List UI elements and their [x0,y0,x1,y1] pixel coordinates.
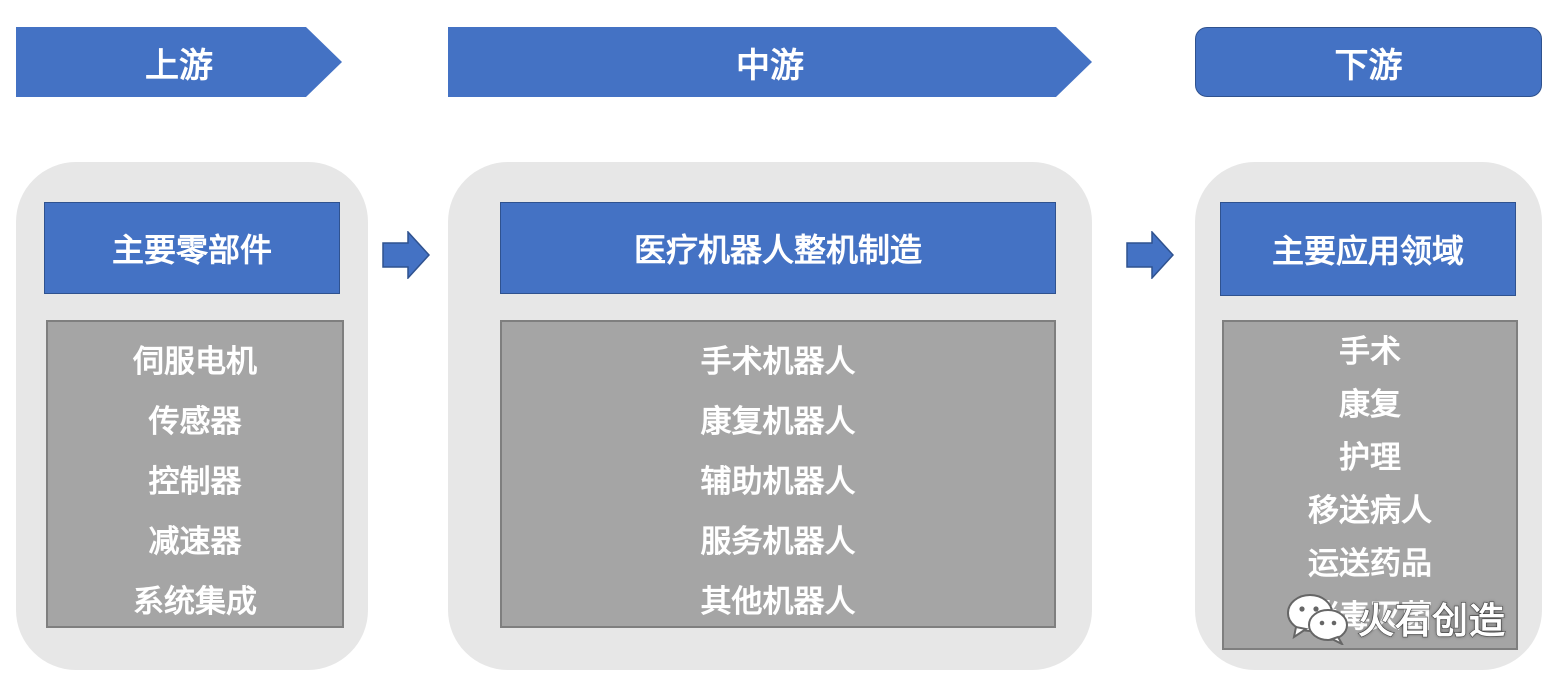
list-item: 辅助机器人 [700,464,856,500]
header-label-midstream: 医疗机器人整机制造 [633,231,922,269]
stage-label-midstream: 中游 [736,45,804,86]
header-upstream: 主要零部件 [44,202,340,294]
right-arrow-icon [1126,231,1174,279]
list-item: 移送病人 [1308,493,1432,529]
list-item: 康复机器人 [700,404,856,440]
list-item: 系统集成 [133,584,257,620]
stage-label-downstream: 下游 [1334,45,1403,86]
stage-label-upstream: 上游 [145,45,213,86]
header-downstream: 主要应用领域 [1220,202,1516,296]
watermark-text: 火石创造 [1357,600,1507,642]
list-item: 控制器 [148,464,242,500]
list-item: 减速器 [148,524,242,560]
list-item: 伺服电机 [133,344,257,380]
header-label-upstream: 主要零部件 [111,231,272,269]
stage-banner-downstream: 下游 [1195,27,1542,97]
header-midstream: 医疗机器人整机制造 [500,202,1056,294]
stage-banner-upstream: 上游 [16,27,342,97]
list-downstream: 手术 康复 护理 移送病人 运送药品 消毒灭菌 [1222,320,1518,650]
list-item: 传感器 [148,404,242,440]
list-item: 手术机器人 [700,344,856,380]
header-label-downstream: 主要应用领域 [1271,232,1464,270]
list-item: 其他机器人 [700,584,856,620]
list-item: 手术 [1339,334,1401,370]
right-arrow-icon [382,231,430,279]
wechat-icon [1287,594,1348,645]
stage-banner-midstream: 中游 [448,27,1092,97]
watermark: 火石创造 [1284,588,1506,648]
list-item: 运送药品 [1308,546,1432,582]
list-midstream: 手术机器人 康复机器人 辅助机器人 服务机器人 其他机器人 [500,320,1056,628]
list-item: 服务机器人 [700,524,856,560]
list-item: 护理 [1339,440,1401,476]
list-item: 康复 [1339,387,1401,423]
list-upstream: 伺服电机 传感器 控制器 减速器 系统集成 [46,320,344,628]
